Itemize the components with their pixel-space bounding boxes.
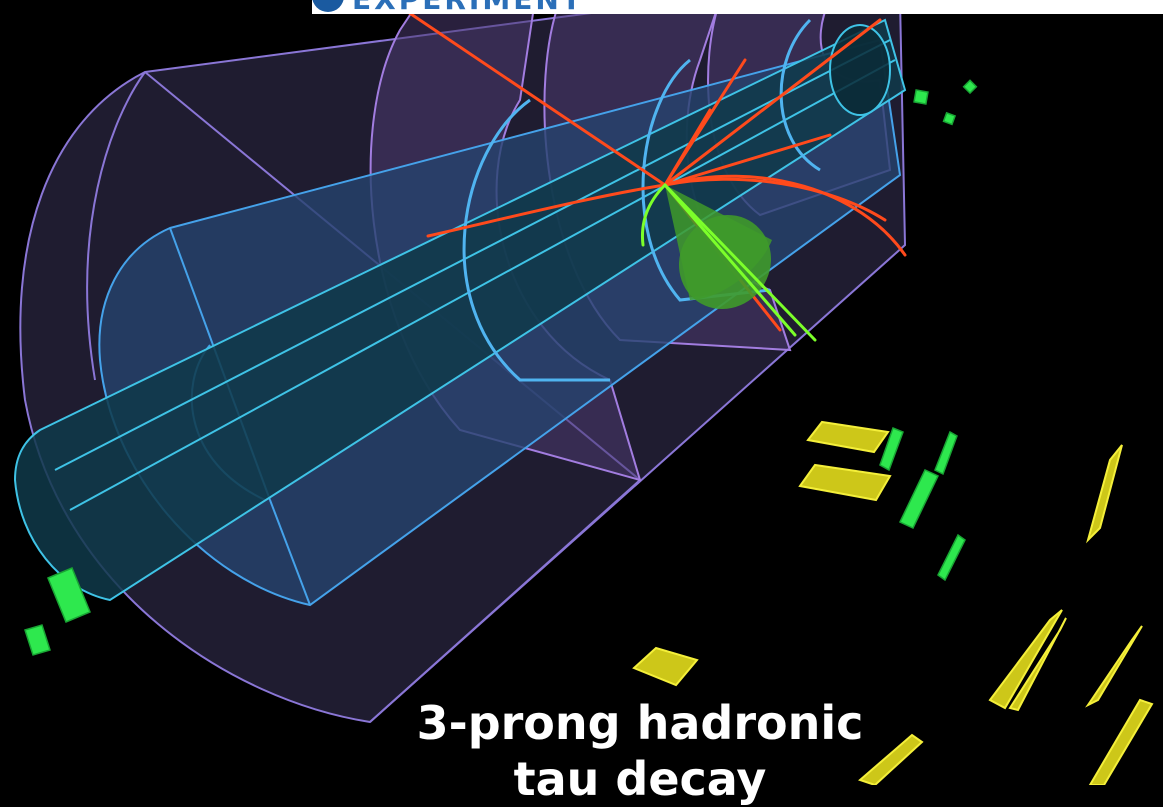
- caption-line-1: 3-prong hadronic: [416, 696, 864, 750]
- caption-line-2: tau decay: [513, 752, 767, 806]
- event-display: [13, 0, 1154, 785]
- particle-tracks: [403, 8, 907, 332]
- experiment-logo-icon: [312, 0, 344, 12]
- experiment-banner: EXPERIMENT: [312, 0, 1163, 14]
- barrel-ring-sections: [462, 18, 821, 382]
- banner-text: EXPERIMENT: [352, 0, 584, 14]
- yellow-calorimeter-cells: [632, 420, 1154, 785]
- event-caption: 3-prong hadronic tau decay: [330, 695, 950, 807]
- green-calorimeter-hits: [24, 79, 978, 656]
- tau-tracks: [640, 183, 817, 342]
